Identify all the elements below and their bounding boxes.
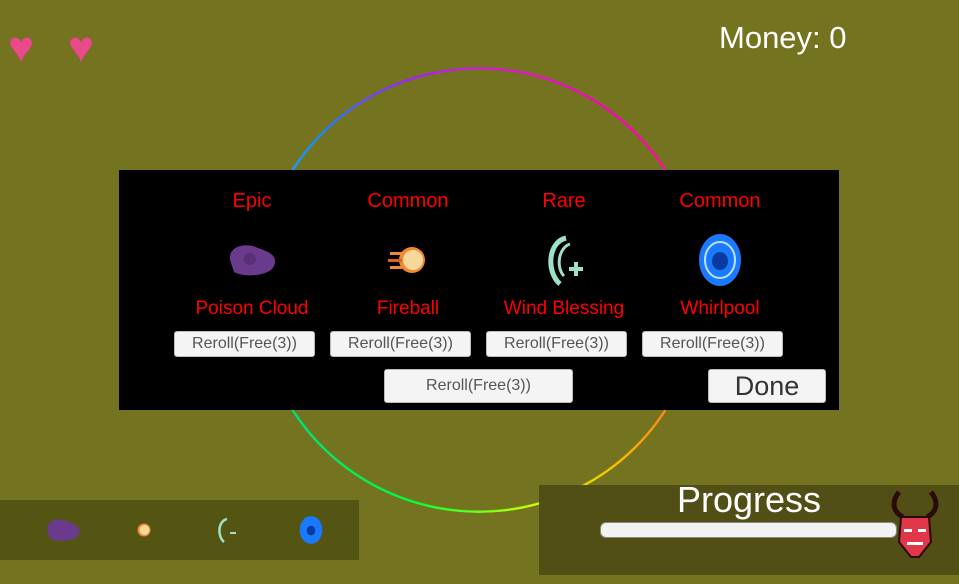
whirlpool-icon[interactable] <box>296 510 326 550</box>
ability-name: Poison Cloud <box>195 298 309 319</box>
demon-boss-icon <box>891 490 939 558</box>
poison-cloud-icon[interactable] <box>36 510 90 550</box>
done-button[interactable]: Done <box>708 369 826 403</box>
reroll-button[interactable]: Reroll(Free(3)) <box>486 331 627 357</box>
rarity-label: Rare <box>542 190 586 212</box>
upgrade-selection-panel: Epic Poison Cloud Reroll(Free(3)) Common… <box>119 170 839 410</box>
rarity-label: Common <box>679 190 761 212</box>
progress-bar <box>600 522 897 538</box>
ability-name: Whirlpool <box>680 298 760 319</box>
progress-title: Progress <box>677 479 822 520</box>
reroll-button[interactable]: Reroll(Free(3)) <box>330 331 471 357</box>
fireball-icon[interactable] <box>128 510 156 550</box>
whirlpool-icon <box>699 234 741 286</box>
wind-blessing-icon[interactable] <box>212 510 240 550</box>
reroll-all-button[interactable]: Reroll(Free(3)) <box>384 369 573 403</box>
heart-icon: ♥ <box>68 23 95 72</box>
rarity-label: Common <box>367 190 449 212</box>
ability-name: Fireball <box>376 298 440 319</box>
poison-cloud-icon <box>229 245 276 276</box>
lives: ♥ ♥ <box>8 23 110 72</box>
wind-blessing-icon <box>548 235 583 286</box>
ability-inventory <box>0 500 359 560</box>
rarity-label: Epic <box>232 190 272 212</box>
reroll-button[interactable]: Reroll(Free(3)) <box>174 331 315 357</box>
progress-panel: Progress <box>539 479 959 575</box>
ability-name: Wind Blessing <box>503 298 625 319</box>
money-counter: Money: 0 <box>719 20 847 55</box>
reroll-button[interactable]: Reroll(Free(3)) <box>642 331 783 357</box>
heart-icon: ♥ <box>8 23 35 72</box>
fireball-icon <box>388 247 425 273</box>
